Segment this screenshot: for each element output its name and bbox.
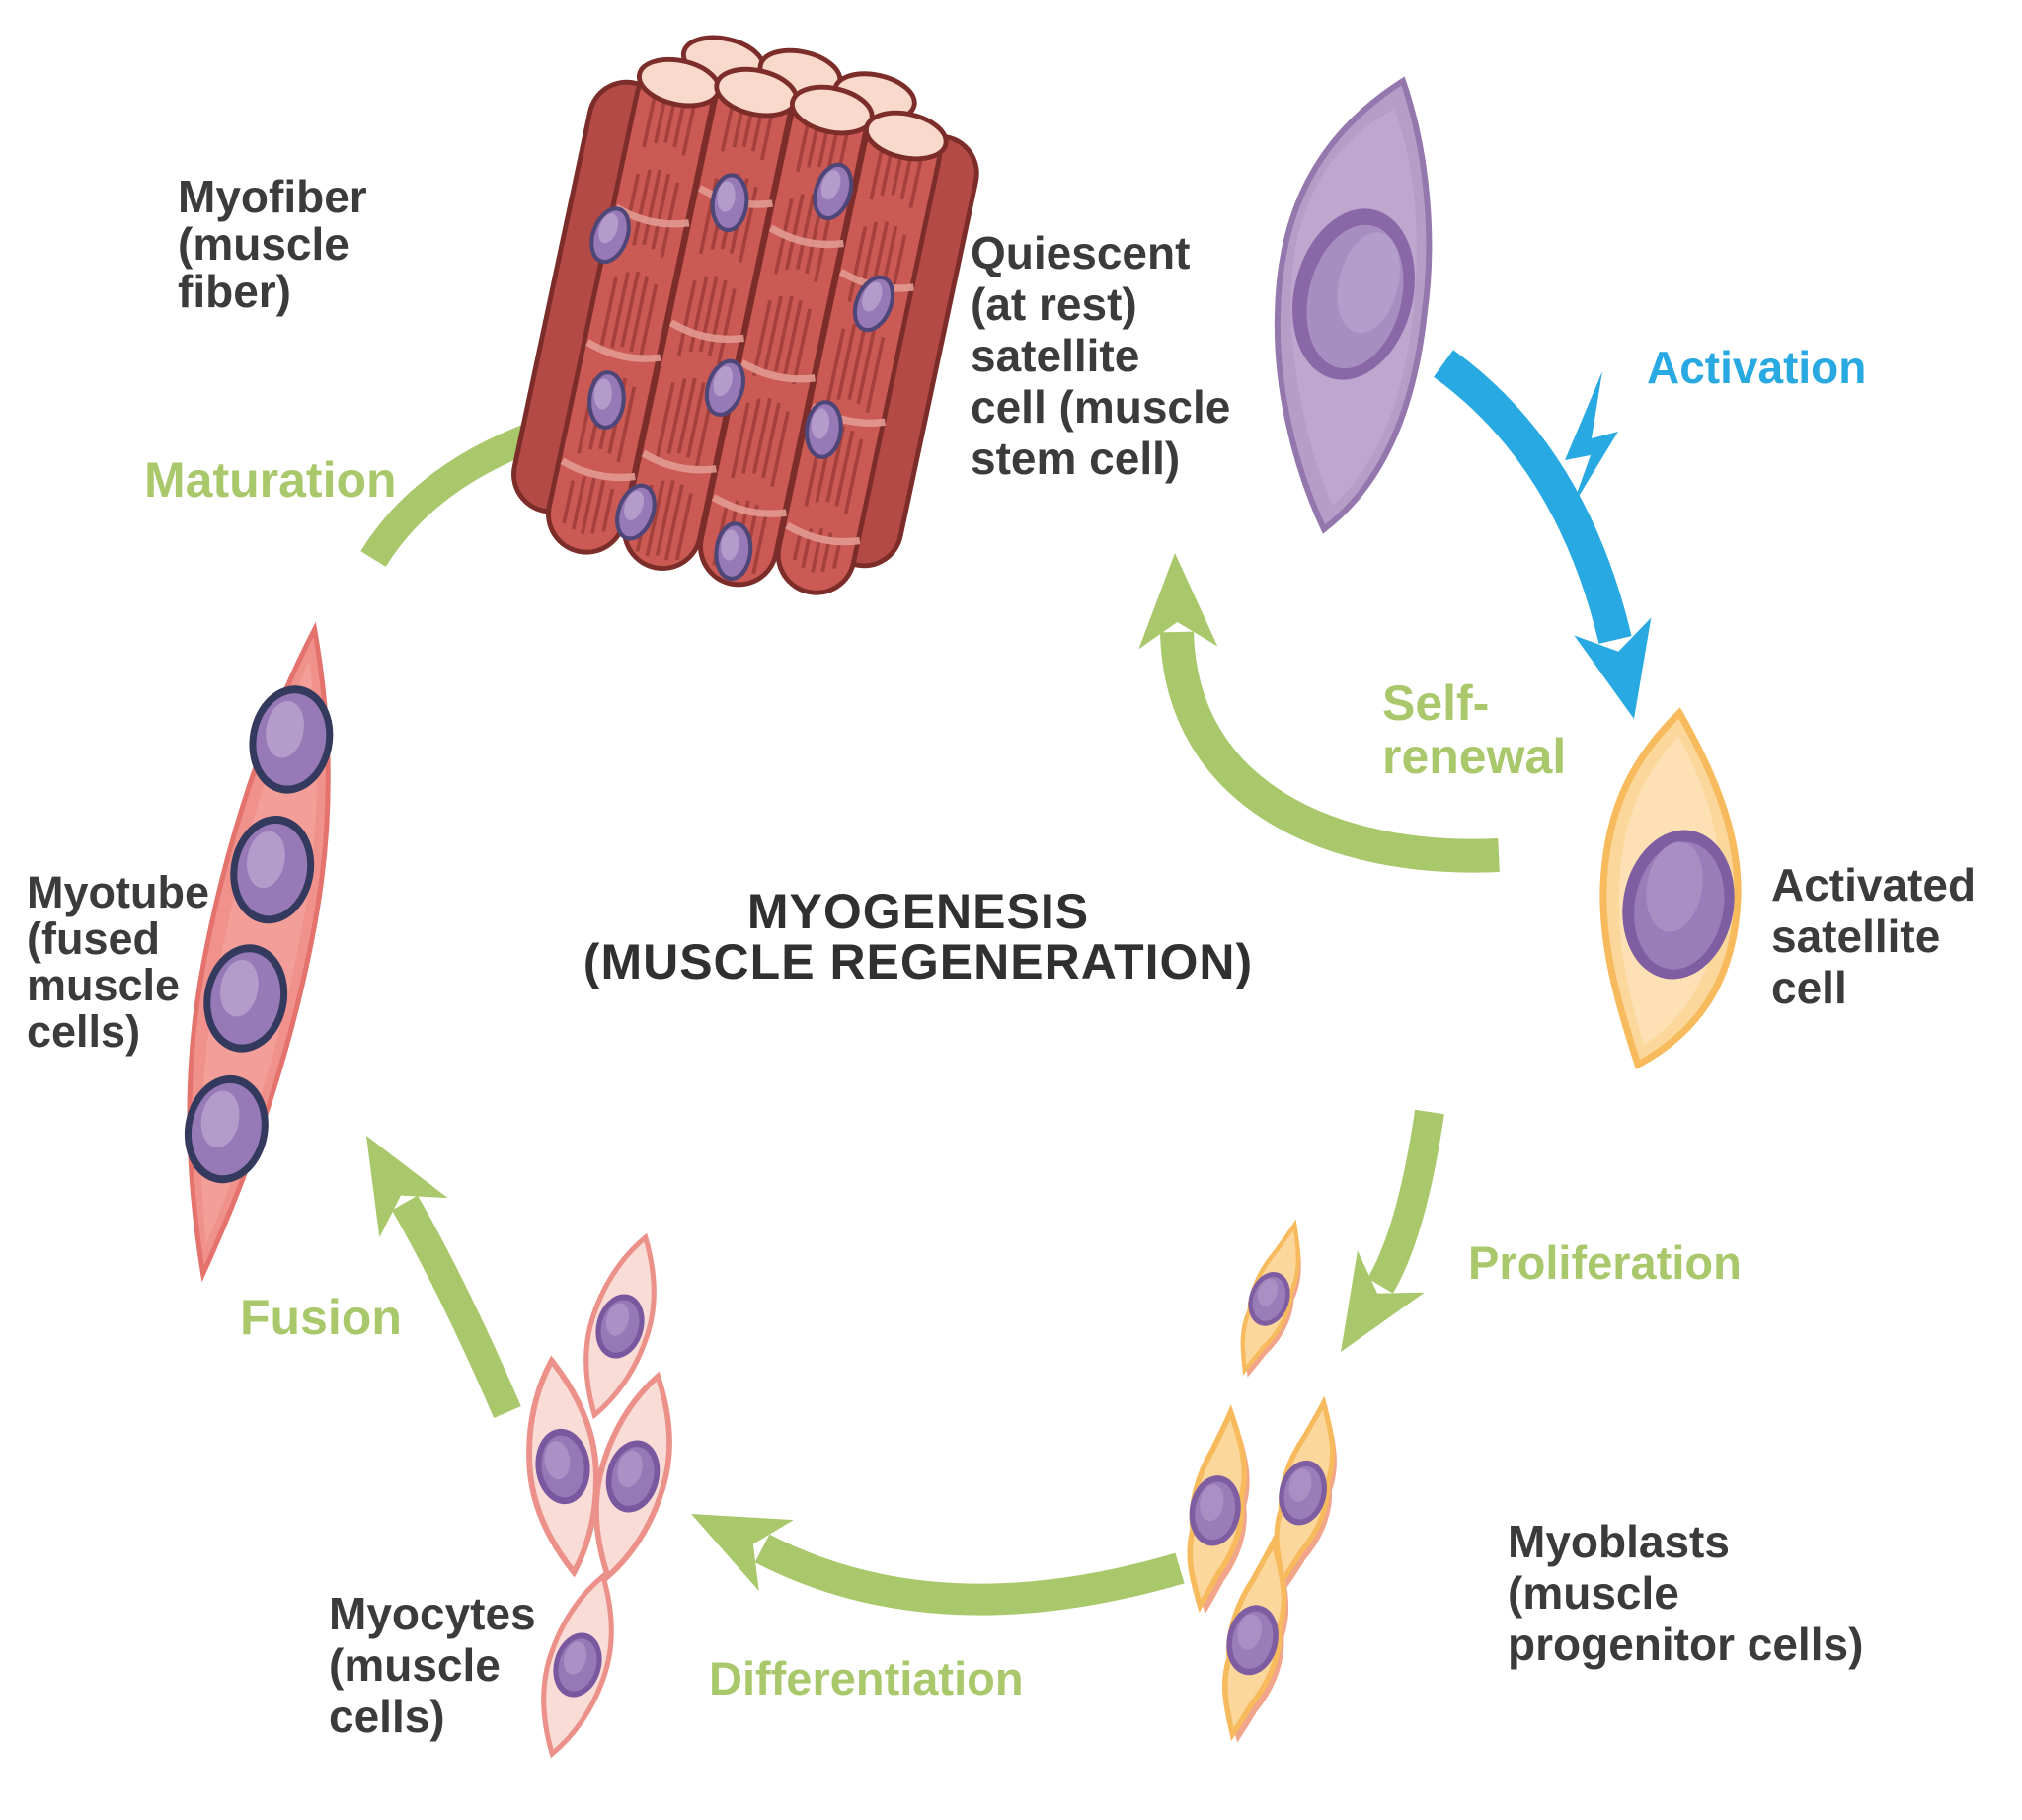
differentiation-arrowhead <box>673 1478 794 1592</box>
fiber-striations <box>562 66 929 577</box>
activated-nucleus <box>1622 830 1735 980</box>
diagram-title: MYOGENESIS (MUSCLE REGENERATION) <box>425 887 1412 988</box>
myoblasts-label: Myoblasts (muscle progenitor cells) <box>1508 1516 1864 1670</box>
myocytes-label: Myocytes (muscle cells) <box>329 1588 536 1742</box>
activation-arrow-extras <box>1565 371 1672 728</box>
activated-label: Activated satellite cell <box>1771 859 1977 1013</box>
title-line2: (MUSCLE REGENERATION) <box>583 934 1254 989</box>
myotube-cell <box>184 621 334 1283</box>
fusion-arrow <box>391 1195 521 1418</box>
lightning-bolt-icon <box>1565 371 1618 508</box>
myotube-label: Myotube (fused muscle cells) <box>27 867 209 1057</box>
fiber-caps <box>636 35 949 162</box>
myocyte-cell <box>524 1568 630 1762</box>
activation-arrow <box>1434 350 1632 644</box>
myotube-nuclei <box>184 685 334 1184</box>
title-line1: MYOGENESIS <box>746 884 1090 939</box>
self-renewal-label: Self- renewal <box>1382 675 1567 784</box>
myoblast-cells <box>1174 1219 1354 1748</box>
activation-label: Activation <box>1647 342 1867 393</box>
quiescent-nucleus <box>1292 208 1415 380</box>
fusion-label: Fusion <box>240 1290 402 1345</box>
myofiber-label: Myofiber (muscle fiber) <box>178 171 367 317</box>
differentiation-label: Differentiation <box>709 1652 1024 1704</box>
maturation-label: Maturation <box>144 452 397 508</box>
activated-satellite-cell <box>1599 707 1742 1070</box>
quiescent-label: Quiescent (at rest) satellite cell (musc… <box>971 227 1231 484</box>
proliferation-arrow <box>1366 1109 1444 1294</box>
myocyte-cells <box>518 1229 688 1762</box>
self-renewal-arrow <box>1160 631 1500 873</box>
proliferation-arrowhead <box>1307 1250 1425 1374</box>
myofiber-illustration <box>511 35 979 595</box>
differentiation-arrow <box>754 1534 1185 1616</box>
myoblast-cell <box>1224 1219 1319 1385</box>
proliferation-label: Proliferation <box>1468 1236 1742 1289</box>
quiescent-satellite-cell <box>1274 76 1433 534</box>
